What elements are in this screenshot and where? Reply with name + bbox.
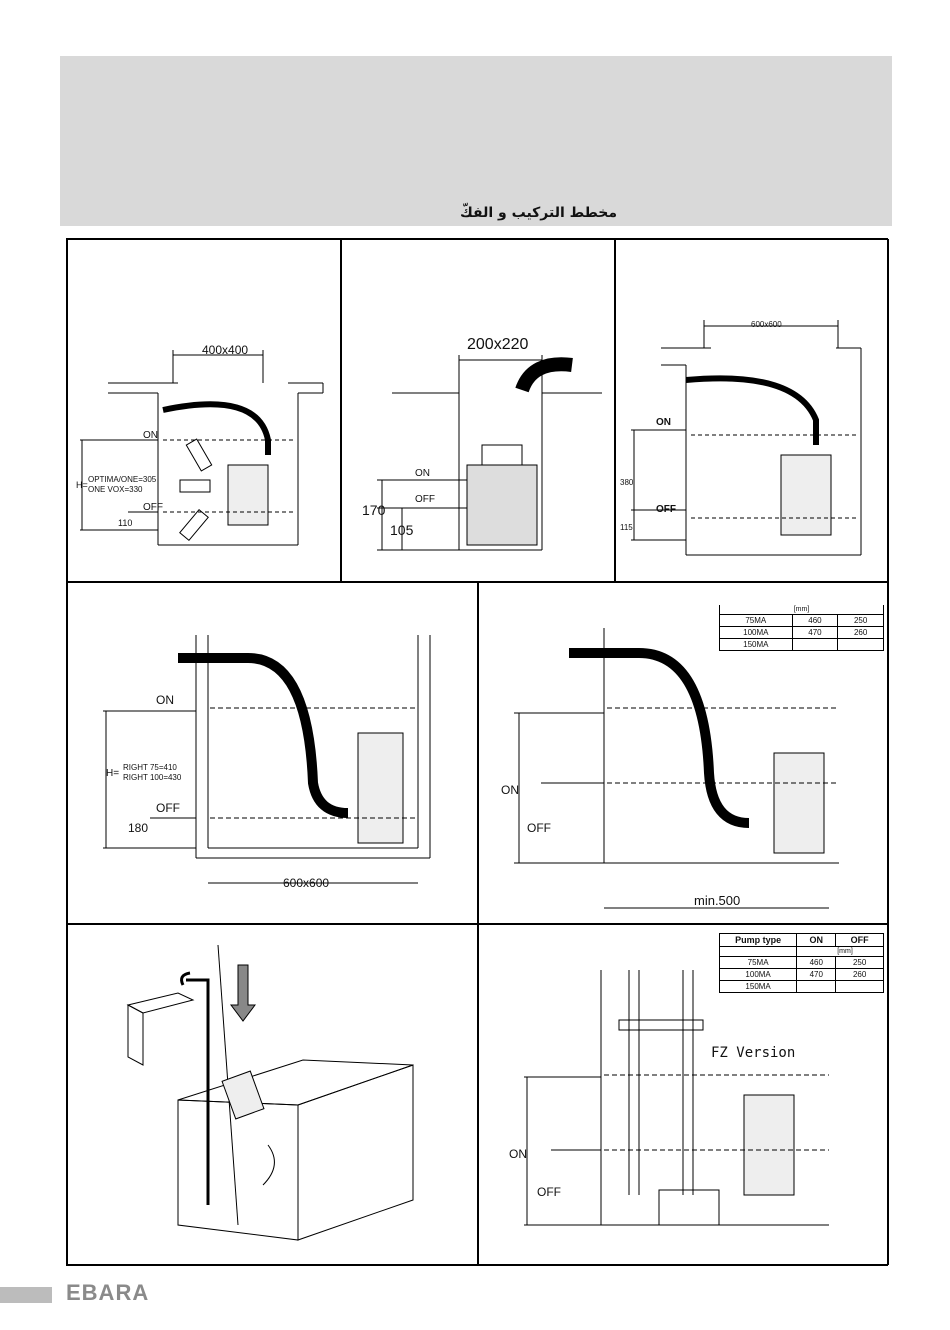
h-label: H= <box>106 768 120 779</box>
off-label: OFF <box>143 502 163 513</box>
diagram-guide-rail-drawing <box>126 944 414 1241</box>
diagram-pit-600-a: 600x600 ON OFF 380 115 <box>615 239 889 582</box>
dim-pit-200: 200x220 <box>467 336 529 353</box>
h-option-1: OPTIMA/ONE=305 <box>88 475 157 484</box>
diagram-grid: 400x400 ON OFF H= OPTIMA/ONE=305 ONE VOX… <box>66 238 889 1266</box>
diagram-right-pump: ON OFF H= RIGHT 75=410 RIGHT 100=430 180… <box>67 582 478 924</box>
diagram-fz-version-drawing <box>524 970 829 1226</box>
dim-min-500: min.500 <box>694 893 741 908</box>
on-label: ON <box>143 430 158 441</box>
off-label: OFF <box>656 504 676 515</box>
dim-off-115: 115 <box>620 523 633 532</box>
dim-off-105: 105 <box>390 522 414 538</box>
footer-bar <box>0 1287 52 1303</box>
header-band <box>60 56 892 226</box>
dim-pit-600: 600x600 <box>751 320 782 329</box>
on-label: ON <box>509 1147 527 1161</box>
diagram-guide-rail <box>67 924 478 1265</box>
dim-pit-400: 400x400 <box>202 343 249 357</box>
dim-pit-600: 600x600 <box>283 876 330 890</box>
diagram-pit-200-drawing <box>377 355 602 551</box>
diagram-pit-200: 200x220 ON OFF 170 105 <box>341 239 615 582</box>
on-label: ON <box>415 468 430 479</box>
diagram-pit-400-drawing <box>80 350 324 546</box>
dim-on-170: 170 <box>362 502 386 518</box>
diagram-pit-400: 400x400 ON OFF H= OPTIMA/ONE=305 ONE VOX… <box>67 239 341 582</box>
h-option-1: RIGHT 75=410 <box>123 763 177 772</box>
diagram-right-pump-drawing <box>103 635 431 884</box>
h-option-2: RIGHT 100=430 <box>123 773 182 782</box>
dim-off-110: 110 <box>118 518 133 528</box>
dim-off-180: 180 <box>128 821 149 835</box>
dim-on-380: 380 <box>620 478 634 487</box>
page-title: مخطط التركيب و الفكّ <box>460 205 618 221</box>
h-label: H= <box>76 480 88 490</box>
off-label: OFF <box>527 821 551 835</box>
on-label: ON <box>501 783 519 797</box>
on-label: ON <box>656 417 671 428</box>
off-label: OFF <box>415 494 435 505</box>
diagram-pit-600-a-drawing <box>631 320 862 556</box>
brand-logo: EBARA <box>66 1280 150 1305</box>
on-label: ON <box>156 693 174 707</box>
fz-version-label: FZ Version <box>711 1045 796 1061</box>
off-label: OFF <box>537 1185 561 1199</box>
off-label: OFF <box>156 801 180 815</box>
diagram-min500-drawing <box>514 628 839 909</box>
h-option-2: ONE VOX=330 <box>88 485 143 494</box>
